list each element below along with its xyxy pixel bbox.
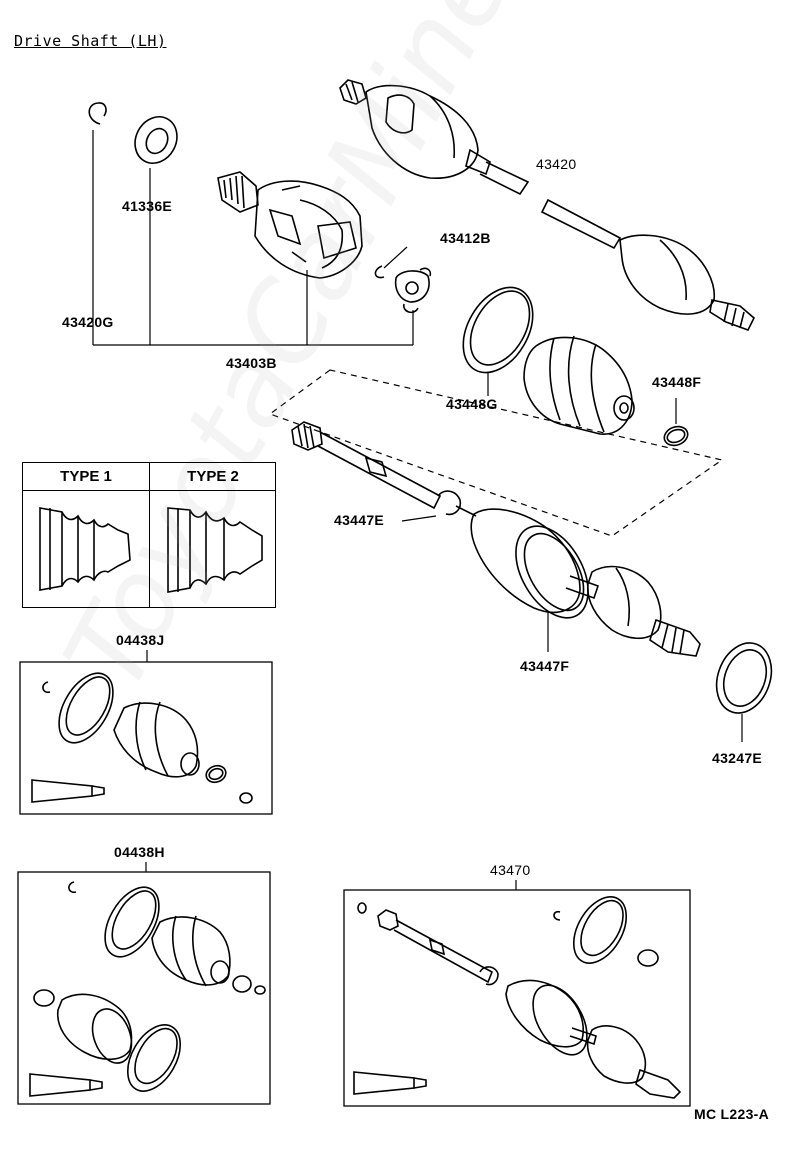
kit-04438H-box: [17, 862, 271, 1105]
outer-seal-ring-drawing: [715, 642, 773, 742]
type2-header: TYPE 2: [150, 463, 276, 491]
snap-ring-drawing: [88, 102, 107, 125]
page-title: Drive Shaft (LH): [14, 32, 167, 50]
kit-04438J-box: [19, 650, 273, 815]
part-label-43447F[interactable]: 43447F: [520, 658, 570, 674]
outboard-shaft-drawing: [339, 79, 755, 331]
part-label-43447E[interactable]: 43447E: [334, 512, 385, 528]
type-table: TYPE 1 TYPE 2: [22, 462, 276, 608]
leader-lines-43403B: [92, 130, 414, 346]
part-label-04438H[interactable]: 04438H: [114, 844, 165, 860]
catalog-reference: MC L223-A: [694, 1106, 770, 1122]
type2-boot-drawing: [167, 507, 263, 593]
large-boot-clamp-drawing: [462, 286, 534, 396]
type1-boot-drawing: [39, 507, 131, 591]
part-label-43448G[interactable]: 43448G: [446, 396, 498, 412]
type1-header: TYPE 1: [23, 463, 149, 491]
boot-drawing: [523, 335, 635, 435]
type2-column: TYPE 2: [150, 463, 276, 607]
part-label-43470[interactable]: 43470: [490, 862, 531, 878]
inboard-joint-drawing: [217, 171, 363, 279]
assembly-43470-box: [343, 880, 691, 1107]
part-label-43448F[interactable]: 43448F: [652, 374, 702, 390]
part-label-43403B[interactable]: 43403B: [226, 355, 277, 371]
tripod-drawing: [374, 246, 432, 314]
part-label-43412B[interactable]: 43412B: [440, 230, 491, 246]
part-label-41336E[interactable]: 41336E: [122, 198, 173, 214]
dust-seal-drawing: [134, 116, 178, 164]
part-label-04438J[interactable]: 04438J: [116, 632, 165, 648]
part-label-43420G[interactable]: 43420G: [62, 314, 114, 330]
small-boot-clamp-drawing: [663, 398, 689, 447]
type1-column: TYPE 1: [23, 463, 150, 607]
part-label-43247E[interactable]: 43247E: [712, 750, 763, 766]
shaft-assembly-drawing: [291, 421, 701, 657]
dashed-outline: [268, 369, 724, 537]
part-label-43420[interactable]: 43420: [536, 156, 577, 172]
